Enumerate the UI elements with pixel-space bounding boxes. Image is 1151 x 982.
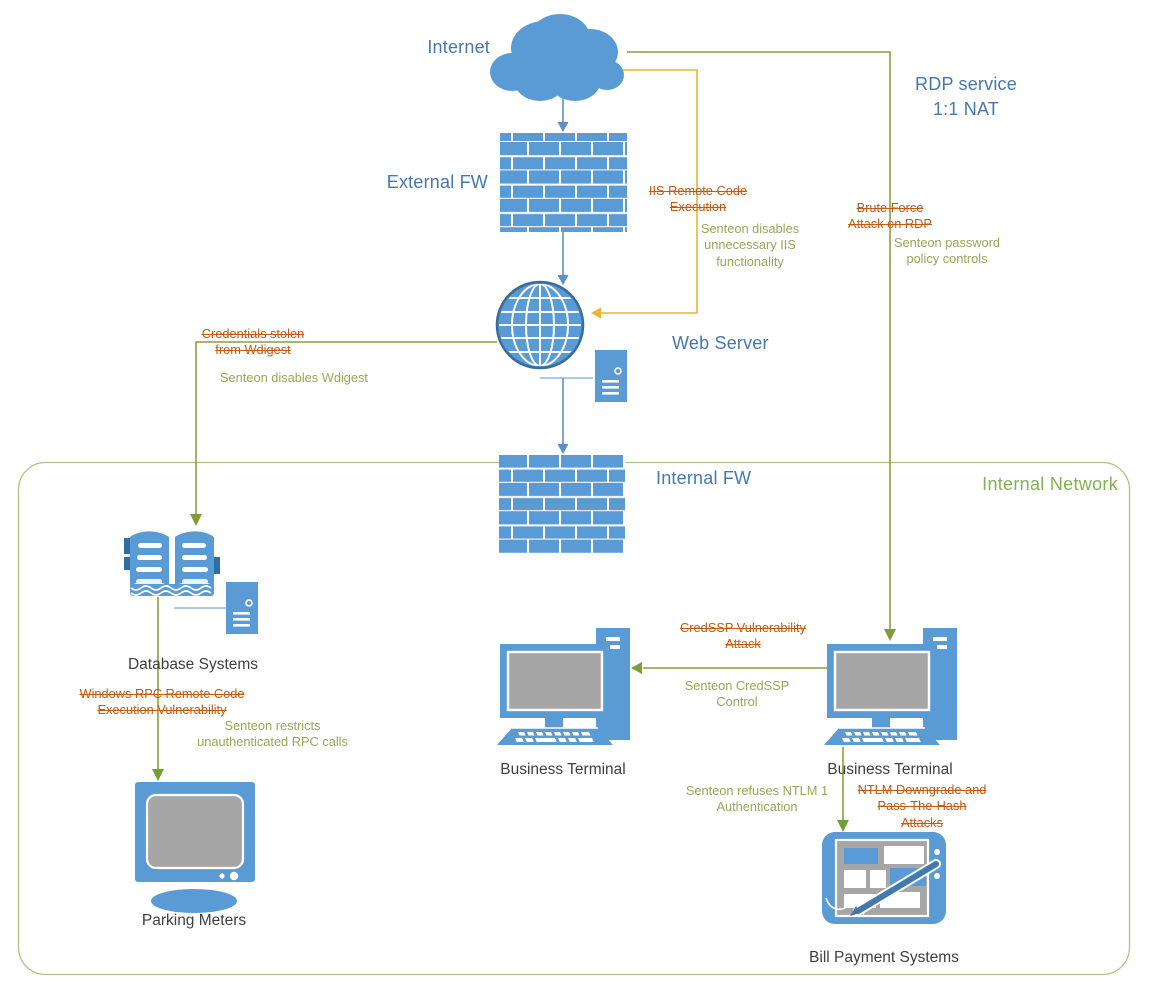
connector-iis-attack-path: [591, 69, 698, 319]
internal-firewall-icon: [499, 455, 625, 553]
web-server-globe-icon: [495, 280, 585, 370]
business-terminal-left-label: Business Terminal: [500, 761, 626, 778]
bill-payment-tablet-icon: [822, 832, 946, 924]
internal-fw-label: Internal FW: [656, 468, 752, 488]
attack-iis-rce-label: IIS Remote Code Execution: [648, 183, 748, 215]
bill-payment-systems-label: Bill Payment Systems: [809, 949, 959, 966]
internet-cloud-icon: [490, 14, 624, 101]
mitigation-password-policy-label: Senteon password policy controls: [894, 235, 1000, 267]
business-terminal-right-label: Business Terminal: [827, 761, 953, 778]
attack-brute-force-rdp-label: Brute Force Attack on RDP: [848, 200, 932, 232]
mitigation-ntlm-label: Senteon refuses NTLM 1 Authentication: [685, 783, 829, 815]
external-fw-label: External FW: [386, 172, 488, 192]
connector-rdp-path: [627, 51, 896, 641]
internal-network-label: Internal Network: [982, 474, 1118, 494]
connector-external-fw-web-server: [557, 232, 569, 285]
parking-meters-monitor-icon: [135, 782, 255, 913]
external-firewall-icon: [500, 133, 627, 232]
connector-ntlm-path: [837, 747, 849, 832]
mitigation-rpc-label: Senteon restricts unauthenticated RPC ca…: [197, 718, 348, 750]
mitigation-iis-label: Senteon disables unnecessary IIS functio…: [700, 221, 800, 269]
attack-ntlm-label: NTLM Downgrade and Pass-The-Hash Attacks: [857, 782, 987, 830]
database-server-icon: [225, 581, 259, 635]
mitigation-credssp-label: Senteon CredSSP Control: [684, 678, 790, 710]
rdp-service-label: RDP service 1:1 NAT: [915, 74, 1017, 119]
attack-wdigest-label: Credentials stolen from Wdigest: [201, 326, 305, 358]
connector-rpc-path: [152, 597, 164, 781]
mitigation-wdigest-label: Senteon disables Wdigest: [220, 370, 368, 385]
attack-credssp-label: CredSSP Vulnerability Attack: [680, 620, 806, 652]
connector-credssp-path: [631, 662, 827, 674]
parking-meters-label: Parking Meters: [141, 912, 247, 929]
web-server-tower-icon: [594, 349, 628, 403]
attack-windows-rpc-label: Windows RPC Remote Code Execution Vulner…: [79, 686, 245, 718]
business-terminal-right-icon: [822, 626, 959, 747]
database-book-icon: [124, 531, 220, 596]
internet-label: Internet: [427, 37, 490, 57]
web-server-label: Web Server: [672, 333, 769, 353]
connector-wdigest-path: [190, 341, 497, 526]
database-systems-label: Database Systems: [127, 656, 259, 673]
connector-web-server-internal-fw: [540, 377, 593, 454]
business-terminal-left-icon: [495, 626, 632, 747]
